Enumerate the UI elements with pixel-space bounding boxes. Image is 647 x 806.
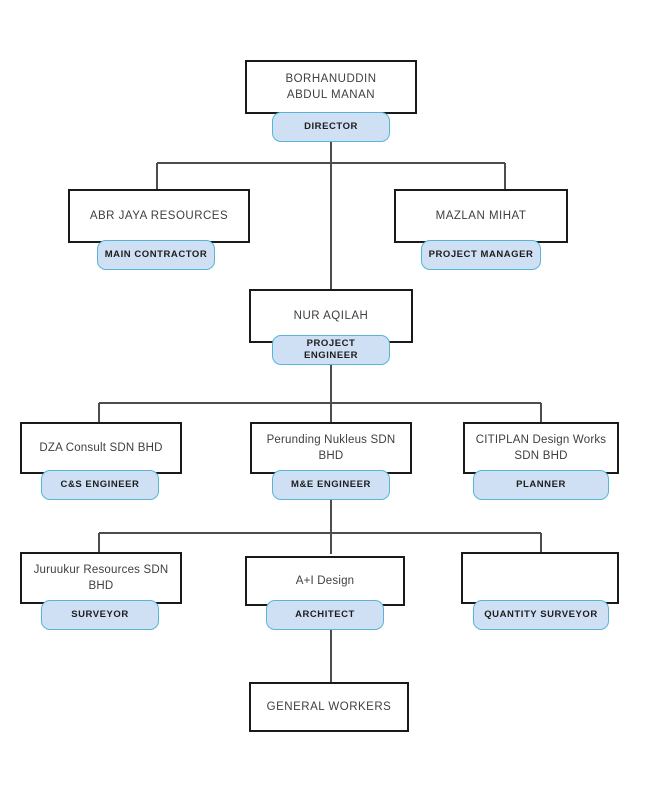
project-manager-name-box: MAZLAN MIHAT xyxy=(394,189,568,243)
director-role-label: DIRECTOR xyxy=(304,121,358,132)
quantity-surveyor-role-label: QUANTITY SURVEYOR xyxy=(484,609,598,620)
architect-name-box: A+I Design xyxy=(245,556,405,606)
surveyor-role-pill[interactable]: SURVEYOR xyxy=(41,600,159,630)
main-contractor-role-label: MAIN CONTRACTOR xyxy=(104,249,208,260)
me-engineer-role-label: M&E ENGINEER xyxy=(291,479,371,490)
main-contractor-name-box: ABR JAYA RESOURCES xyxy=(68,189,250,243)
general-workers-name-box: GENERAL WORKERS xyxy=(249,682,409,732)
planner-role-pill[interactable]: PLANNER xyxy=(473,470,609,500)
cs-engineer-role-pill[interactable]: C&S ENGINEER xyxy=(41,470,159,500)
project-manager-role-label: PROJECT MANAGER xyxy=(428,249,534,260)
surveyor-name-box: Juruukur Resources SDN BHD xyxy=(20,552,182,604)
me-engineer-name: Perunding Nukleus SDN BHD xyxy=(266,434,396,462)
cs-engineer-name: DZA Consult SDN BHD xyxy=(39,442,163,454)
architect-role-label: ARCHITECT xyxy=(295,609,355,620)
planner-name-box: CITIPLAN Design Works SDN BHD xyxy=(463,422,619,474)
architect-name: A+I Design xyxy=(295,575,355,587)
project-engineer-name: NUR AQILAH xyxy=(293,310,369,322)
architect-role-pill[interactable]: ARCHITECT xyxy=(266,600,384,630)
cs-engineer-name-box: DZA Consult SDN BHD xyxy=(20,422,182,474)
me-engineer-name-box: Perunding Nukleus SDN BHD xyxy=(250,422,412,474)
quantity-surveyor-name-box xyxy=(461,552,619,604)
director-name-box: BORHANUDDIN ABDUL MANAN xyxy=(245,60,417,114)
surveyor-name: Juruukur Resources SDN BHD xyxy=(33,564,169,592)
project-engineer-role-label: PROJECT ENGINEER xyxy=(303,338,359,361)
quantity-surveyor-role-pill[interactable]: QUANTITY SURVEYOR xyxy=(473,600,609,630)
main-contractor-name: ABR JAYA RESOURCES xyxy=(89,210,229,222)
project-manager-role-pill[interactable]: PROJECT MANAGER xyxy=(421,240,541,270)
surveyor-role-label: SURVEYOR xyxy=(71,609,129,620)
planner-name: CITIPLAN Design Works SDN BHD xyxy=(475,434,607,462)
me-engineer-role-pill[interactable]: M&E ENGINEER xyxy=(272,470,390,500)
general-workers-name: GENERAL WORKERS xyxy=(266,701,392,713)
project-manager-name: MAZLAN MIHAT xyxy=(435,210,527,222)
planner-role-label: PLANNER xyxy=(516,479,566,490)
director-name: BORHANUDDIN ABDUL MANAN xyxy=(285,73,377,101)
main-contractor-role-pill[interactable]: MAIN CONTRACTOR xyxy=(97,240,215,270)
project-engineer-role-pill[interactable]: PROJECT ENGINEER xyxy=(272,335,390,365)
cs-engineer-role-label: C&S ENGINEER xyxy=(60,479,140,490)
director-role-pill[interactable]: DIRECTOR xyxy=(272,112,390,142)
